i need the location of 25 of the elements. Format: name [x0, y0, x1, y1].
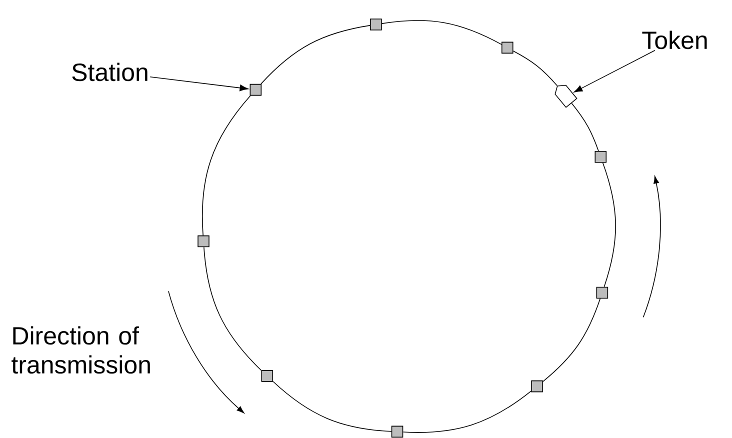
leader-arrow	[574, 50, 656, 92]
leader-arrow	[150, 76, 248, 92]
callout-label: Station	[72, 62, 148, 82]
station-box	[502, 42, 514, 54]
ring-line	[272, 381, 392, 432]
station-box	[531, 380, 543, 392]
station-box	[594, 150, 607, 163]
station-box	[596, 286, 608, 299]
ring-line	[512, 50, 558, 86]
ring-line	[402, 390, 532, 433]
ring-line	[381, 20, 502, 45]
station-box	[391, 426, 404, 438]
ring-line	[202, 95, 251, 236]
station-box	[370, 18, 382, 30]
station-box	[261, 370, 274, 382]
ring-line	[542, 298, 601, 382]
ring-line	[571, 102, 599, 152]
ring-line	[260, 25, 370, 84]
label-text: Direction of transmission	[12, 326, 150, 374]
callout-label: Token	[642, 30, 707, 50]
token-shape	[554, 84, 578, 108]
station-box	[250, 84, 262, 96]
station-box	[198, 235, 210, 248]
ring-line	[602, 162, 616, 288]
ring-line	[204, 246, 262, 371]
